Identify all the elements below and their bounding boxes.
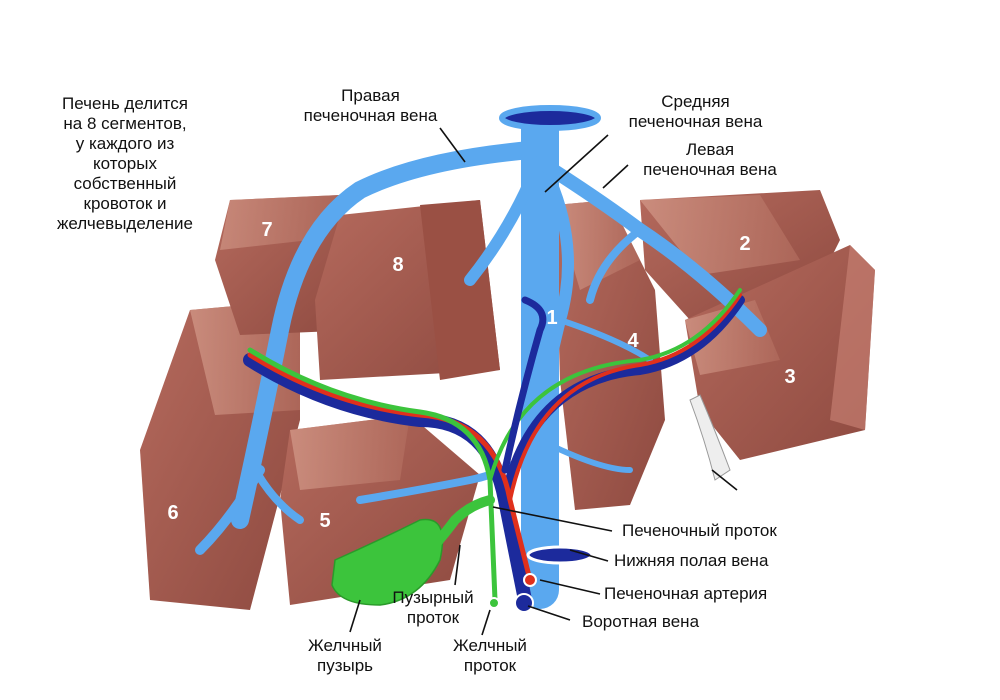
hepatic-artery-opening: [523, 573, 537, 587]
label-gallbladder: Желчный пузырь: [308, 636, 382, 675]
segment-8-label: 8: [392, 254, 403, 276]
label-inferior-vena-cava: Нижняя полая вена: [614, 551, 769, 570]
ivc-top-opening: [499, 105, 601, 131]
segment-1-label: 1: [546, 307, 557, 329]
segment-5-label: 5: [319, 510, 330, 532]
intro-text: Печень делится на 8 сегментов, у каждого…: [57, 94, 193, 233]
ivc-bottom-opening: [526, 545, 594, 565]
label-portal-vein: Воротная вена: [582, 612, 700, 631]
hepatic-veins: [195, 111, 767, 609]
label-right-hepatic-vein: Правая печеночная вена: [303, 86, 438, 125]
label-hepatic-duct: Печеночный проток: [622, 521, 777, 540]
segment-3-label: 3: [784, 366, 795, 388]
segment-4-label: 4: [627, 330, 639, 352]
segment-numbers: 1 2 3 4 5 6 7 8: [167, 219, 795, 532]
label-hepatic-artery: Печеночная артерия: [604, 584, 768, 603]
label-left-hepatic-vein: Левая печеночная вена: [643, 140, 777, 179]
ligament: [689, 394, 731, 481]
leader-lines: [349, 127, 738, 636]
label-bile-duct: Желчный проток: [453, 636, 527, 675]
segment-6-label: 6: [167, 502, 178, 524]
portal-vein-opening: [514, 593, 534, 613]
segment-2-label: 2: [739, 233, 750, 255]
label-middle-hepatic-vein: Средняя печеночная вена: [628, 92, 763, 131]
label-cystic-duct: Пузырный проток: [392, 588, 474, 627]
portal-triad: [243, 288, 745, 607]
segment-7-label: 7: [261, 219, 272, 241]
bile-duct-opening: [488, 597, 500, 609]
